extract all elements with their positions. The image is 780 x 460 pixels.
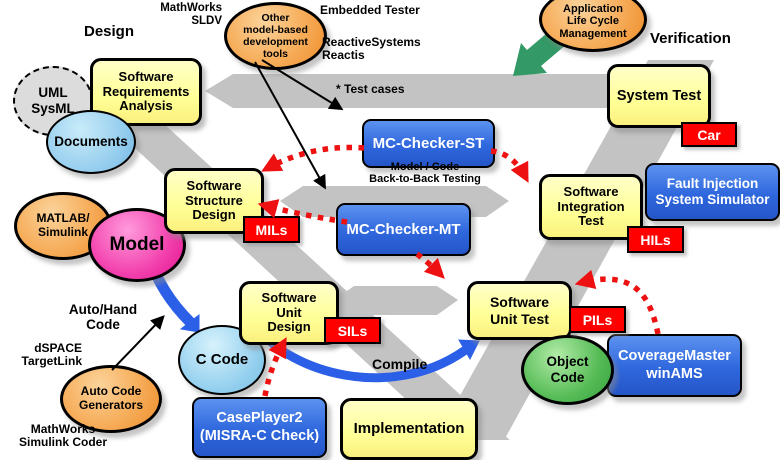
hils-badge: HILs: [627, 226, 684, 253]
embedded-tester-label: Embedded Tester: [320, 3, 420, 17]
object-code-ellipse: Object Code: [521, 335, 614, 405]
mcst-to-integration-arrow: [490, 148, 529, 183]
mathworks-sldv-label: MathWorks SLDV: [160, 2, 222, 27]
mathworks-simulink-coder-label: MathWorks Simulink Coder: [18, 422, 107, 450]
reactive-systems-label: ReactiveSystems Reactis: [322, 35, 421, 63]
sils-badge: SILs: [324, 317, 381, 344]
dspace-targetlink-label: dSPACE TargetLink: [21, 341, 82, 369]
model-to-ccode-arrowhead: [179, 313, 200, 333]
test-cases-label: * Test cases: [336, 82, 405, 96]
mils-badge: MILs: [243, 216, 300, 243]
back-to-back-label: Model / Code Back-to-Back Testing: [369, 161, 481, 186]
pils-badge: PILs: [569, 306, 626, 333]
alm-ellipse: Application Life Cycle Management: [539, 0, 647, 52]
compile-label: Compile: [372, 356, 428, 372]
caseplayer-to-unitdesign-arrow: [262, 337, 287, 397]
phase-implementation-box: Implementation: [340, 398, 478, 460]
car-badge: Car: [681, 122, 737, 147]
phase-unit-test-box: Software Unit Test: [467, 281, 572, 340]
design-side-label: Design: [84, 23, 135, 40]
mcst-to-structure-arrow: [261, 144, 365, 172]
fault-injection-box: Fault Injection System Simulator: [645, 163, 780, 221]
compile-arrowhead: [458, 339, 480, 361]
auto-hand-code-label: Auto/Hand Code: [68, 302, 138, 333]
documents-ellipse: Documents: [46, 110, 136, 174]
caseplayer-box: CasePlayer2 (MISRA-C Check): [192, 397, 327, 458]
phase-system-test-box: System Test: [607, 64, 711, 128]
mc-checker-mt-box: MC-Checker-MT: [336, 203, 471, 256]
verification-side-label: Verification: [650, 30, 731, 47]
level1-band: [205, 74, 657, 108]
level3-band: [334, 286, 458, 315]
coverage-master-box: CoverageMaster winAMS: [607, 334, 742, 397]
tools-to-backtoback-arrow: [254, 61, 326, 190]
mcmt-to-unittest-arrow: [415, 251, 445, 279]
other-model-tools-ellipse: Other model-based development tools: [224, 2, 327, 70]
v-model-diagram: { "diagram": { "side_labels": { "design"…: [13, 0, 780, 460]
